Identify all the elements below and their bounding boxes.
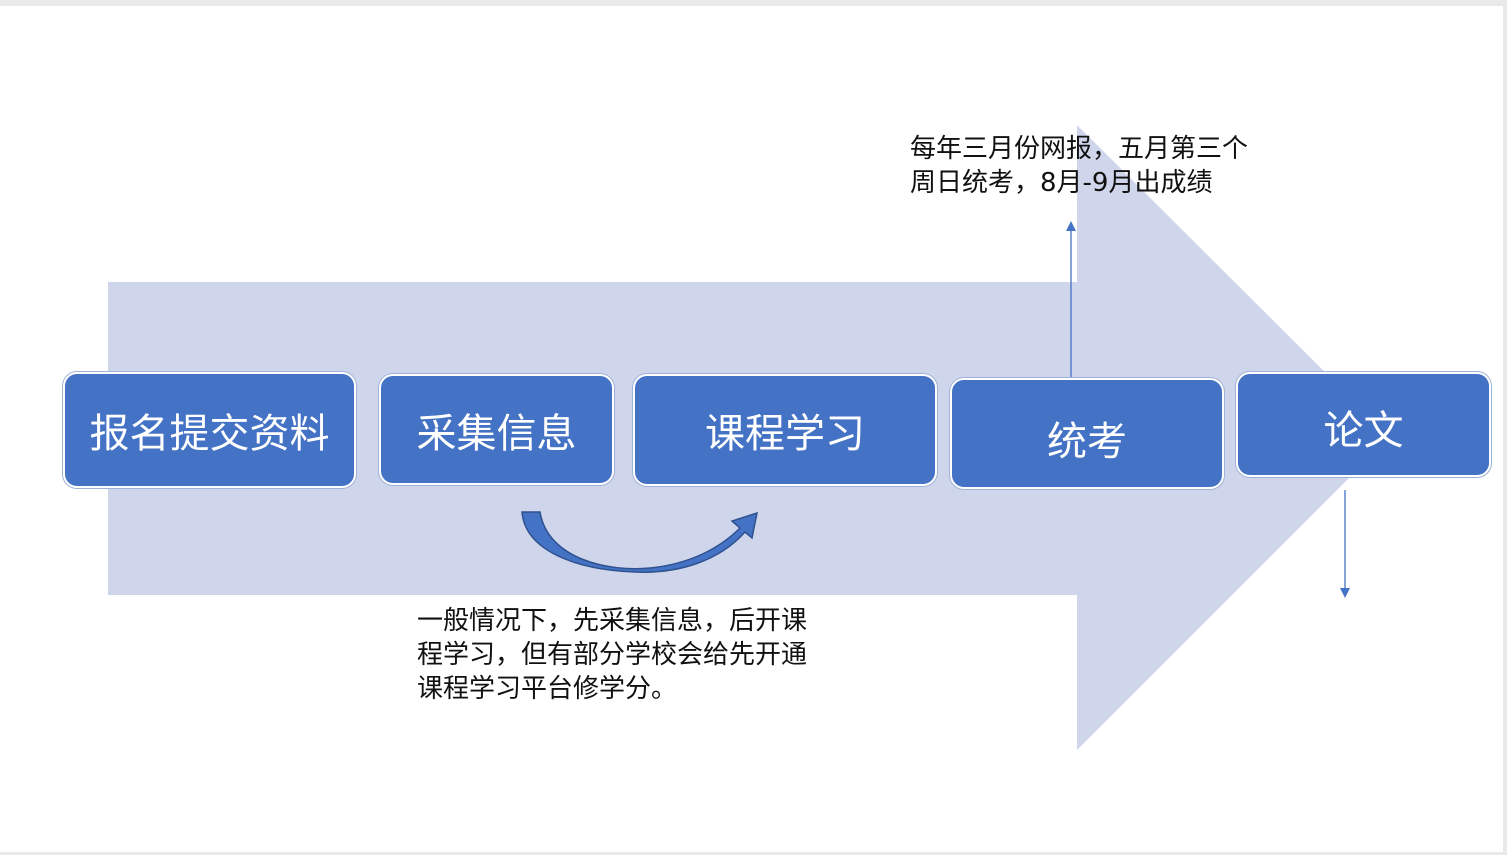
step-collect-info: 采集信息 [379, 374, 614, 485]
course-note-line: 一般情况下，先采集信息，后开课 [417, 606, 808, 636]
step-label: 课程学习 [705, 411, 865, 457]
step-thesis: 论文 [1236, 372, 1491, 477]
step-register: 报名提交资料 [63, 372, 356, 488]
up-arrowhead-icon [1066, 221, 1076, 231]
exam-note-line: 周日统考，8月-9月出成绩 [910, 168, 1213, 198]
course-note: 一般情况下，先采集信息，后开课 程学习，但有部分学校会给先开通 课程学习平台修学… [417, 604, 807, 706]
step-label: 采集信息 [416, 410, 577, 457]
step-unified-exam: 统考 [950, 378, 1224, 489]
step-label: 报名提交资料 [89, 411, 330, 457]
course-note-line: 程学习，但有部分学校会给先开通 [417, 640, 808, 670]
curved-arrow [521, 511, 758, 573]
course-note-line: 课程学习平台修学分。 [417, 674, 678, 704]
exam-note: 每年三月份网报，五月第三个 周日统考，8月-9月出成绩 [910, 132, 1248, 200]
step-label: 论文 [1323, 408, 1404, 454]
down-arrowhead-icon [1340, 588, 1350, 598]
exam-note-line: 每年三月份网报，五月第三个 [910, 134, 1249, 164]
step-label: 统考 [1047, 418, 1127, 465]
step-course-study: 课程学习 [633, 374, 937, 486]
